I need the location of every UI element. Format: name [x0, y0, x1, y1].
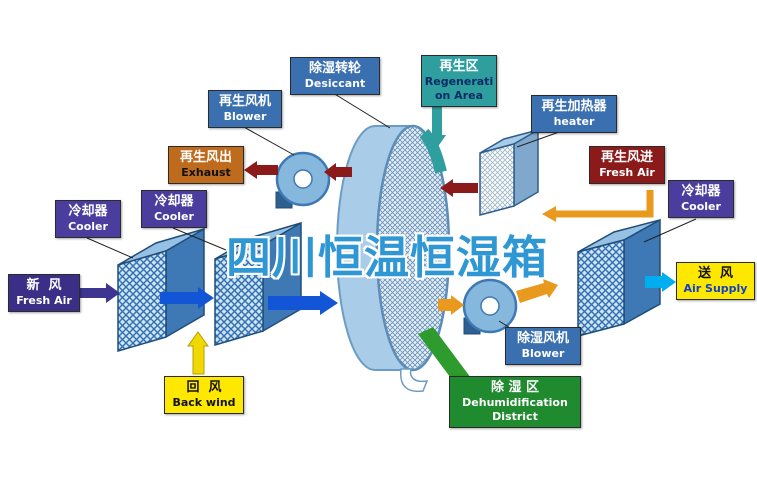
coil-front-face [117, 250, 167, 352]
label-dehumid-district-zh: 除 湿 区 [490, 380, 540, 395]
label-cooler-mid: 冷却器 Cooler [141, 190, 207, 228]
label-regen-blower-zh: 再生风机 [218, 94, 271, 109]
leader-line-cooler-mid [172, 227, 227, 251]
coil-front-face [577, 239, 625, 337]
fan-hub [293, 169, 313, 189]
label-fresh-air: 新 风 Fresh Air [8, 274, 80, 312]
airflow-arrow-fan-coil [516, 279, 558, 303]
regen-area-arrow [428, 106, 446, 148]
label-cooler-mid-en: Cooler [154, 210, 194, 224]
heater-front-face [479, 143, 515, 216]
regen-blower-fan [275, 151, 331, 209]
airflow-arrow-coil1-coil2 [160, 287, 214, 309]
cooling-coil-left [117, 227, 205, 352]
label-cooler-mid-zh: 冷却器 [154, 194, 194, 209]
label-desiccant-zh: 除湿转轮 [308, 61, 361, 76]
wheel-mesh-face [375, 124, 451, 372]
label-regen-heater: 再生加热器 heater [531, 95, 617, 133]
desiccant-wheel [336, 124, 451, 393]
cooling-coil-mid [214, 221, 302, 346]
airflow-arrow-coil2-wheel [268, 291, 338, 315]
wheel-support [399, 368, 429, 393]
label-dehumid-district: 除 湿 区 Dehumidification District [449, 376, 581, 428]
label-desiccant-en: Desiccant [304, 77, 366, 91]
regen-intake-duct [554, 190, 654, 218]
label-air-supply-zh: 送 风 [697, 266, 734, 281]
label-regen-heater-en: heater [553, 115, 595, 129]
label-regeneration-area-en: Regeneration Area [424, 75, 494, 102]
dehumid-district-pointer [418, 327, 471, 385]
label-cooler-right: 冷却器 Cooler [668, 180, 734, 218]
fan-hub [480, 296, 500, 316]
leader-line-cooler-left [86, 237, 134, 259]
label-cooler-right-zh: 冷却器 [681, 184, 721, 199]
watermark-text: 四川恒温恒湿箱 [225, 231, 548, 284]
fresh-air-arrow [78, 283, 120, 303]
label-back-wind: 回 风 Back wind [164, 376, 244, 414]
label-regeneration-area-zh: 再生区 [439, 59, 479, 74]
label-back-wind-zh: 回 风 [186, 380, 222, 395]
label-dehumid-blower-zh: 除湿风机 [516, 331, 569, 346]
label-desiccant: 除湿转轮 Desiccant [290, 57, 380, 95]
label-cooler-left-en: Cooler [68, 220, 108, 234]
label-cooler-right-en: Cooler [681, 200, 721, 214]
leader-line-regen-heater [516, 130, 563, 148]
regeneration-sector [419, 128, 447, 174]
leader-line-regen-blower [241, 125, 295, 156]
airflow-arrow-wheel-fan [438, 295, 464, 315]
label-cooler-left: 冷却器 Cooler [55, 200, 121, 238]
regen-intake-arrowhead [542, 206, 556, 222]
leader-line-desiccant [332, 92, 391, 129]
label-regen-exhaust-en: Exhaust [181, 166, 231, 180]
label-regen-fresh-air-en: Fresh Air [599, 166, 655, 180]
label-regen-exhaust: 再生风出 Exhaust [168, 146, 244, 184]
label-regeneration-area: 再生区 Regeneration Area [421, 55, 497, 107]
back-wind-arrow [187, 331, 209, 375]
label-regen-exhaust-zh: 再生风出 [179, 150, 232, 165]
leader-line-cooler-right [643, 218, 697, 243]
regen-arrow-wheel-fan [324, 163, 352, 181]
label-fresh-air-en: Fresh Air [16, 294, 72, 308]
regen-arrow-heater-wheel [440, 179, 478, 197]
cooling-coil-right [577, 218, 661, 337]
air-supply-arrow [645, 272, 676, 292]
label-back-wind-en: Back wind [172, 396, 236, 410]
label-dehumid-blower: 除湿风机 Blower [505, 327, 581, 365]
label-fresh-air-zh: 新 风 [26, 278, 62, 293]
label-regen-fresh-air: 再生风进 Fresh Air [589, 146, 665, 184]
label-regen-heater-zh: 再生加热器 [541, 99, 607, 114]
label-cooler-left-zh: 冷却器 [68, 204, 108, 219]
label-regen-blower-en: Blower [223, 110, 267, 124]
label-dehumid-district-en: Dehumidification District [462, 396, 568, 423]
label-regen-blower: 再生风机 Blower [208, 90, 282, 128]
label-dehumid-blower-en: Blower [521, 347, 565, 361]
heater-side-face [513, 128, 539, 208]
label-air-supply-en: Air Supply [683, 282, 748, 296]
coil-front-face [214, 244, 264, 346]
label-air-supply: 送 风 Air Supply [676, 262, 755, 300]
label-regen-fresh-air-zh: 再生风进 [600, 150, 653, 165]
regen-arrow-fan-exhaust [244, 161, 278, 179]
dehumid-blower-fan [462, 278, 518, 335]
